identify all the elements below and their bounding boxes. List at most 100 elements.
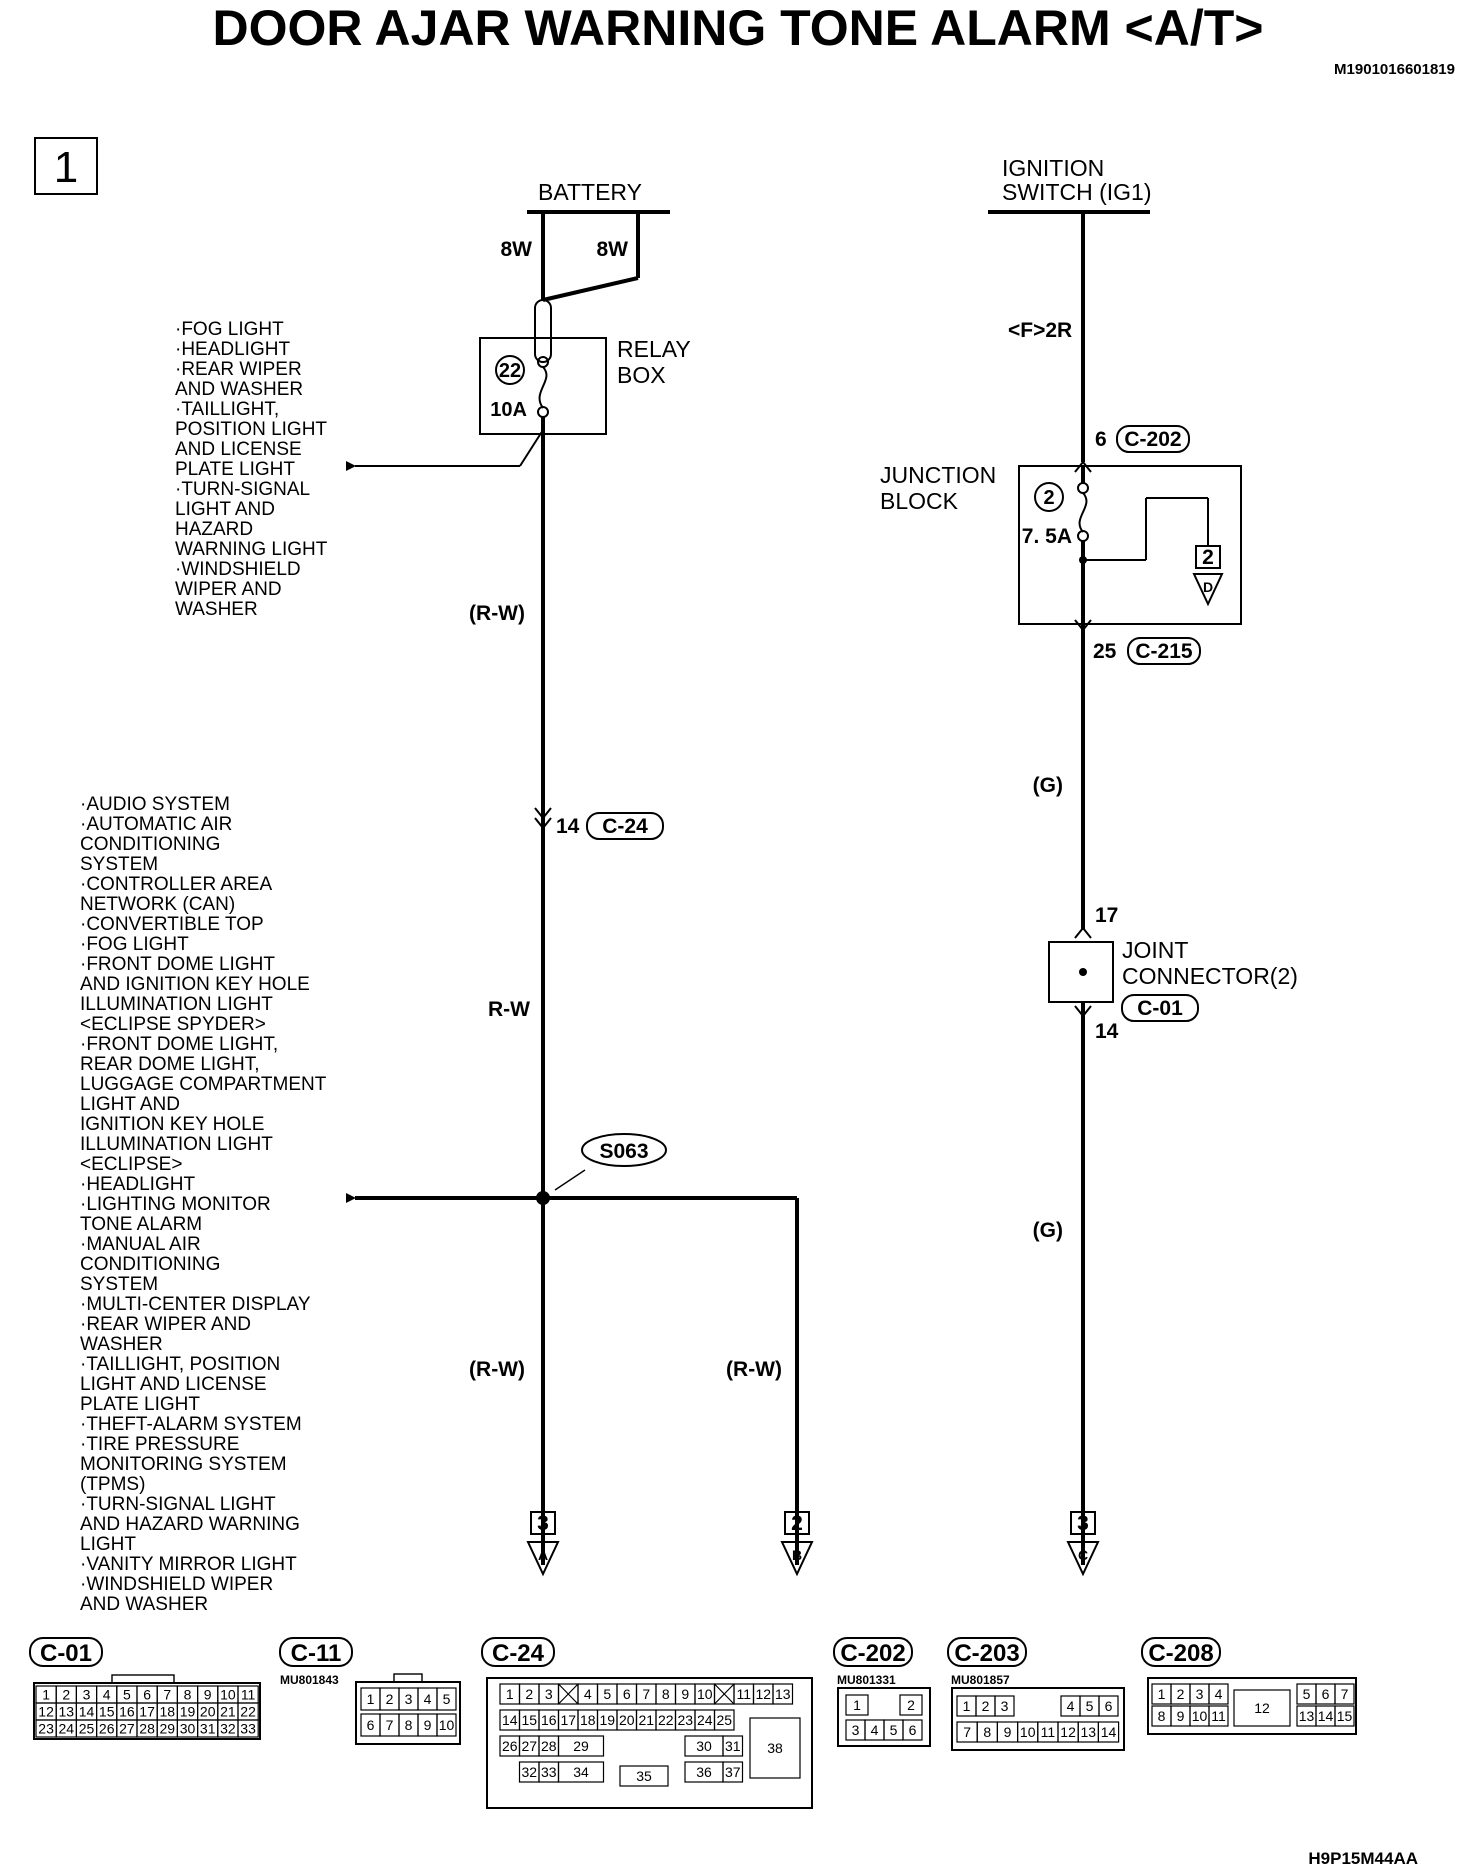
wire-label-rw-mid: R-W — [488, 998, 530, 1021]
upper-list-line: ·WINDSHIELD — [175, 559, 301, 580]
c24-label: C-24 — [492, 1640, 545, 1667]
c24-pin: 36 — [696, 1764, 712, 1780]
c208-face — [1147, 1677, 1357, 1735]
c208-pin: 6 — [1322, 1686, 1330, 1702]
relay-fuse-icon — [538, 366, 548, 409]
relay-fuse-number: 22 — [499, 360, 521, 382]
c11-pin: 5 — [443, 1691, 451, 1707]
c203-pin: 6 — [1105, 1698, 1113, 1714]
c24-face — [486, 1677, 813, 1809]
c24-pin: 24 — [697, 1712, 713, 1728]
c24-cell — [557, 1735, 605, 1757]
c01-pin: 24 — [59, 1721, 75, 1737]
lower-list-line: CONDITIONING — [80, 834, 220, 855]
joint-in-connector-mark — [1074, 926, 1092, 939]
c203-label: C-203 — [954, 1640, 1019, 1667]
c24-pin: 31 — [725, 1738, 741, 1754]
c202-pin: 6 — [909, 1722, 917, 1738]
lower-list-line: AND HAZARD WARNING — [80, 1514, 300, 1535]
c24-pin: 12 — [755, 1686, 771, 1702]
c24-pin: 34 — [573, 1764, 589, 1780]
lower-list-line: IGNITION KEY HOLE — [80, 1114, 264, 1135]
c11-label: C-11 — [291, 1640, 342, 1667]
c01-pin: 15 — [99, 1704, 115, 1720]
c203-face — [951, 1687, 1125, 1751]
continuation-a: 3 A — [526, 1511, 560, 1577]
ignition-label-line2: SWITCH (IG1) — [1002, 179, 1152, 205]
c24-pin: 35 — [636, 1768, 652, 1784]
c01-pin: 7 — [163, 1687, 171, 1703]
joint-label-line2: CONNECTOR(2) — [1122, 963, 1298, 989]
c208-pin: 5 — [1303, 1686, 1311, 1702]
c208-cell — [1334, 1683, 1355, 1705]
lower-list-line: SYSTEM — [80, 854, 158, 875]
wire-label-rw-b: (R-W) — [726, 1358, 782, 1381]
c203-pin: 10 — [1020, 1724, 1036, 1740]
c24-pin: 14 — [502, 1712, 518, 1728]
footer-code: H9P15M44AA — [1308, 1849, 1418, 1868]
c203-pin: 3 — [1001, 1698, 1009, 1714]
lower-list-line: ·THEFT-ALARM SYSTEM — [80, 1414, 302, 1435]
lower-list-line: CONDITIONING — [80, 1254, 220, 1275]
c203-pin: 12 — [1060, 1724, 1076, 1740]
page-number: 1 — [54, 143, 78, 192]
lower-list-line: ·LIGHTING MONITOR — [80, 1194, 271, 1215]
jb-out-connector: C-215 — [1135, 640, 1193, 663]
c01-pin: 27 — [119, 1721, 135, 1737]
c208-label: C-208 — [1148, 1640, 1213, 1667]
continuation-arrow-icon — [780, 1541, 814, 1577]
c208-cell — [1334, 1705, 1355, 1727]
c24-pin: 33 — [541, 1764, 557, 1780]
c208-pin: 11 — [1211, 1708, 1226, 1724]
c01-pin: 10 — [220, 1687, 236, 1703]
upper-list-line: POSITION LIGHT — [175, 419, 327, 440]
lower-list-line: SYSTEM — [80, 1274, 158, 1295]
c24-cell — [722, 1735, 744, 1757]
lower-list-line: MONITORING SYSTEM — [80, 1454, 287, 1475]
continuation-b-letter: B — [792, 1547, 802, 1563]
c24-pin: 4 — [584, 1686, 592, 1702]
c202-cell — [902, 1719, 923, 1741]
lower-list-line: REAR DOME LIGHT, — [80, 1054, 259, 1075]
c01-pin: 29 — [160, 1721, 176, 1737]
c24-pin: 32 — [521, 1764, 537, 1780]
c01-pin: 3 — [83, 1687, 91, 1703]
c01-pin: 21 — [220, 1704, 236, 1720]
c24-pin: 25 — [716, 1712, 732, 1728]
c202-cell — [899, 1694, 923, 1716]
upper-list-line: ·REAR WIPER — [175, 359, 302, 380]
continuation-arrow-icon — [526, 1541, 560, 1577]
lower-list-line: ·WINDSHIELD WIPER — [80, 1574, 273, 1595]
c208-pin: 12 — [1254, 1700, 1270, 1716]
ignition-label-line1: IGNITION — [1002, 155, 1104, 181]
c01-pin: 31 — [200, 1721, 216, 1737]
lower-list-line: (TPMS) — [80, 1474, 145, 1495]
c202-pin: 2 — [907, 1697, 915, 1713]
c24-pin: 7 — [642, 1686, 650, 1702]
wire-label-g-lower: (G) — [1033, 1219, 1063, 1242]
upper-list-line: LIGHT AND — [175, 499, 275, 520]
battery-wire-left: 8W — [501, 238, 533, 261]
wire-label-f2r: <F>2R — [1008, 319, 1072, 342]
c01-pin: 2 — [62, 1687, 70, 1703]
c24-cell — [713, 1709, 735, 1731]
c24-pin: 9 — [681, 1686, 689, 1702]
c202-pin: 4 — [871, 1722, 879, 1738]
c11-pin: 2 — [386, 1691, 394, 1707]
c203-pin: 7 — [963, 1724, 971, 1740]
c01-pin: 6 — [143, 1687, 151, 1703]
c24-pin: 30 — [696, 1738, 712, 1754]
c24-pin: 21 — [638, 1712, 654, 1728]
c203-pin: 8 — [983, 1724, 991, 1740]
c24-pin: 18 — [580, 1712, 596, 1728]
joint-pin-in: 17 — [1095, 904, 1118, 927]
c202-label: C-202 — [840, 1640, 905, 1667]
c203-pin: 9 — [1004, 1724, 1012, 1740]
c24-pin: 10 — [697, 1686, 713, 1702]
wire-label-rw-a: (R-W) — [469, 1358, 525, 1381]
c24-pin: 23 — [677, 1712, 693, 1728]
upper-list-line: WASHER — [175, 599, 258, 620]
c24-cell — [557, 1761, 605, 1783]
lower-load-list: ·AUDIO SYSTEM ·AUTOMATIC AIR CONDITIONIN… — [80, 794, 331, 1615]
